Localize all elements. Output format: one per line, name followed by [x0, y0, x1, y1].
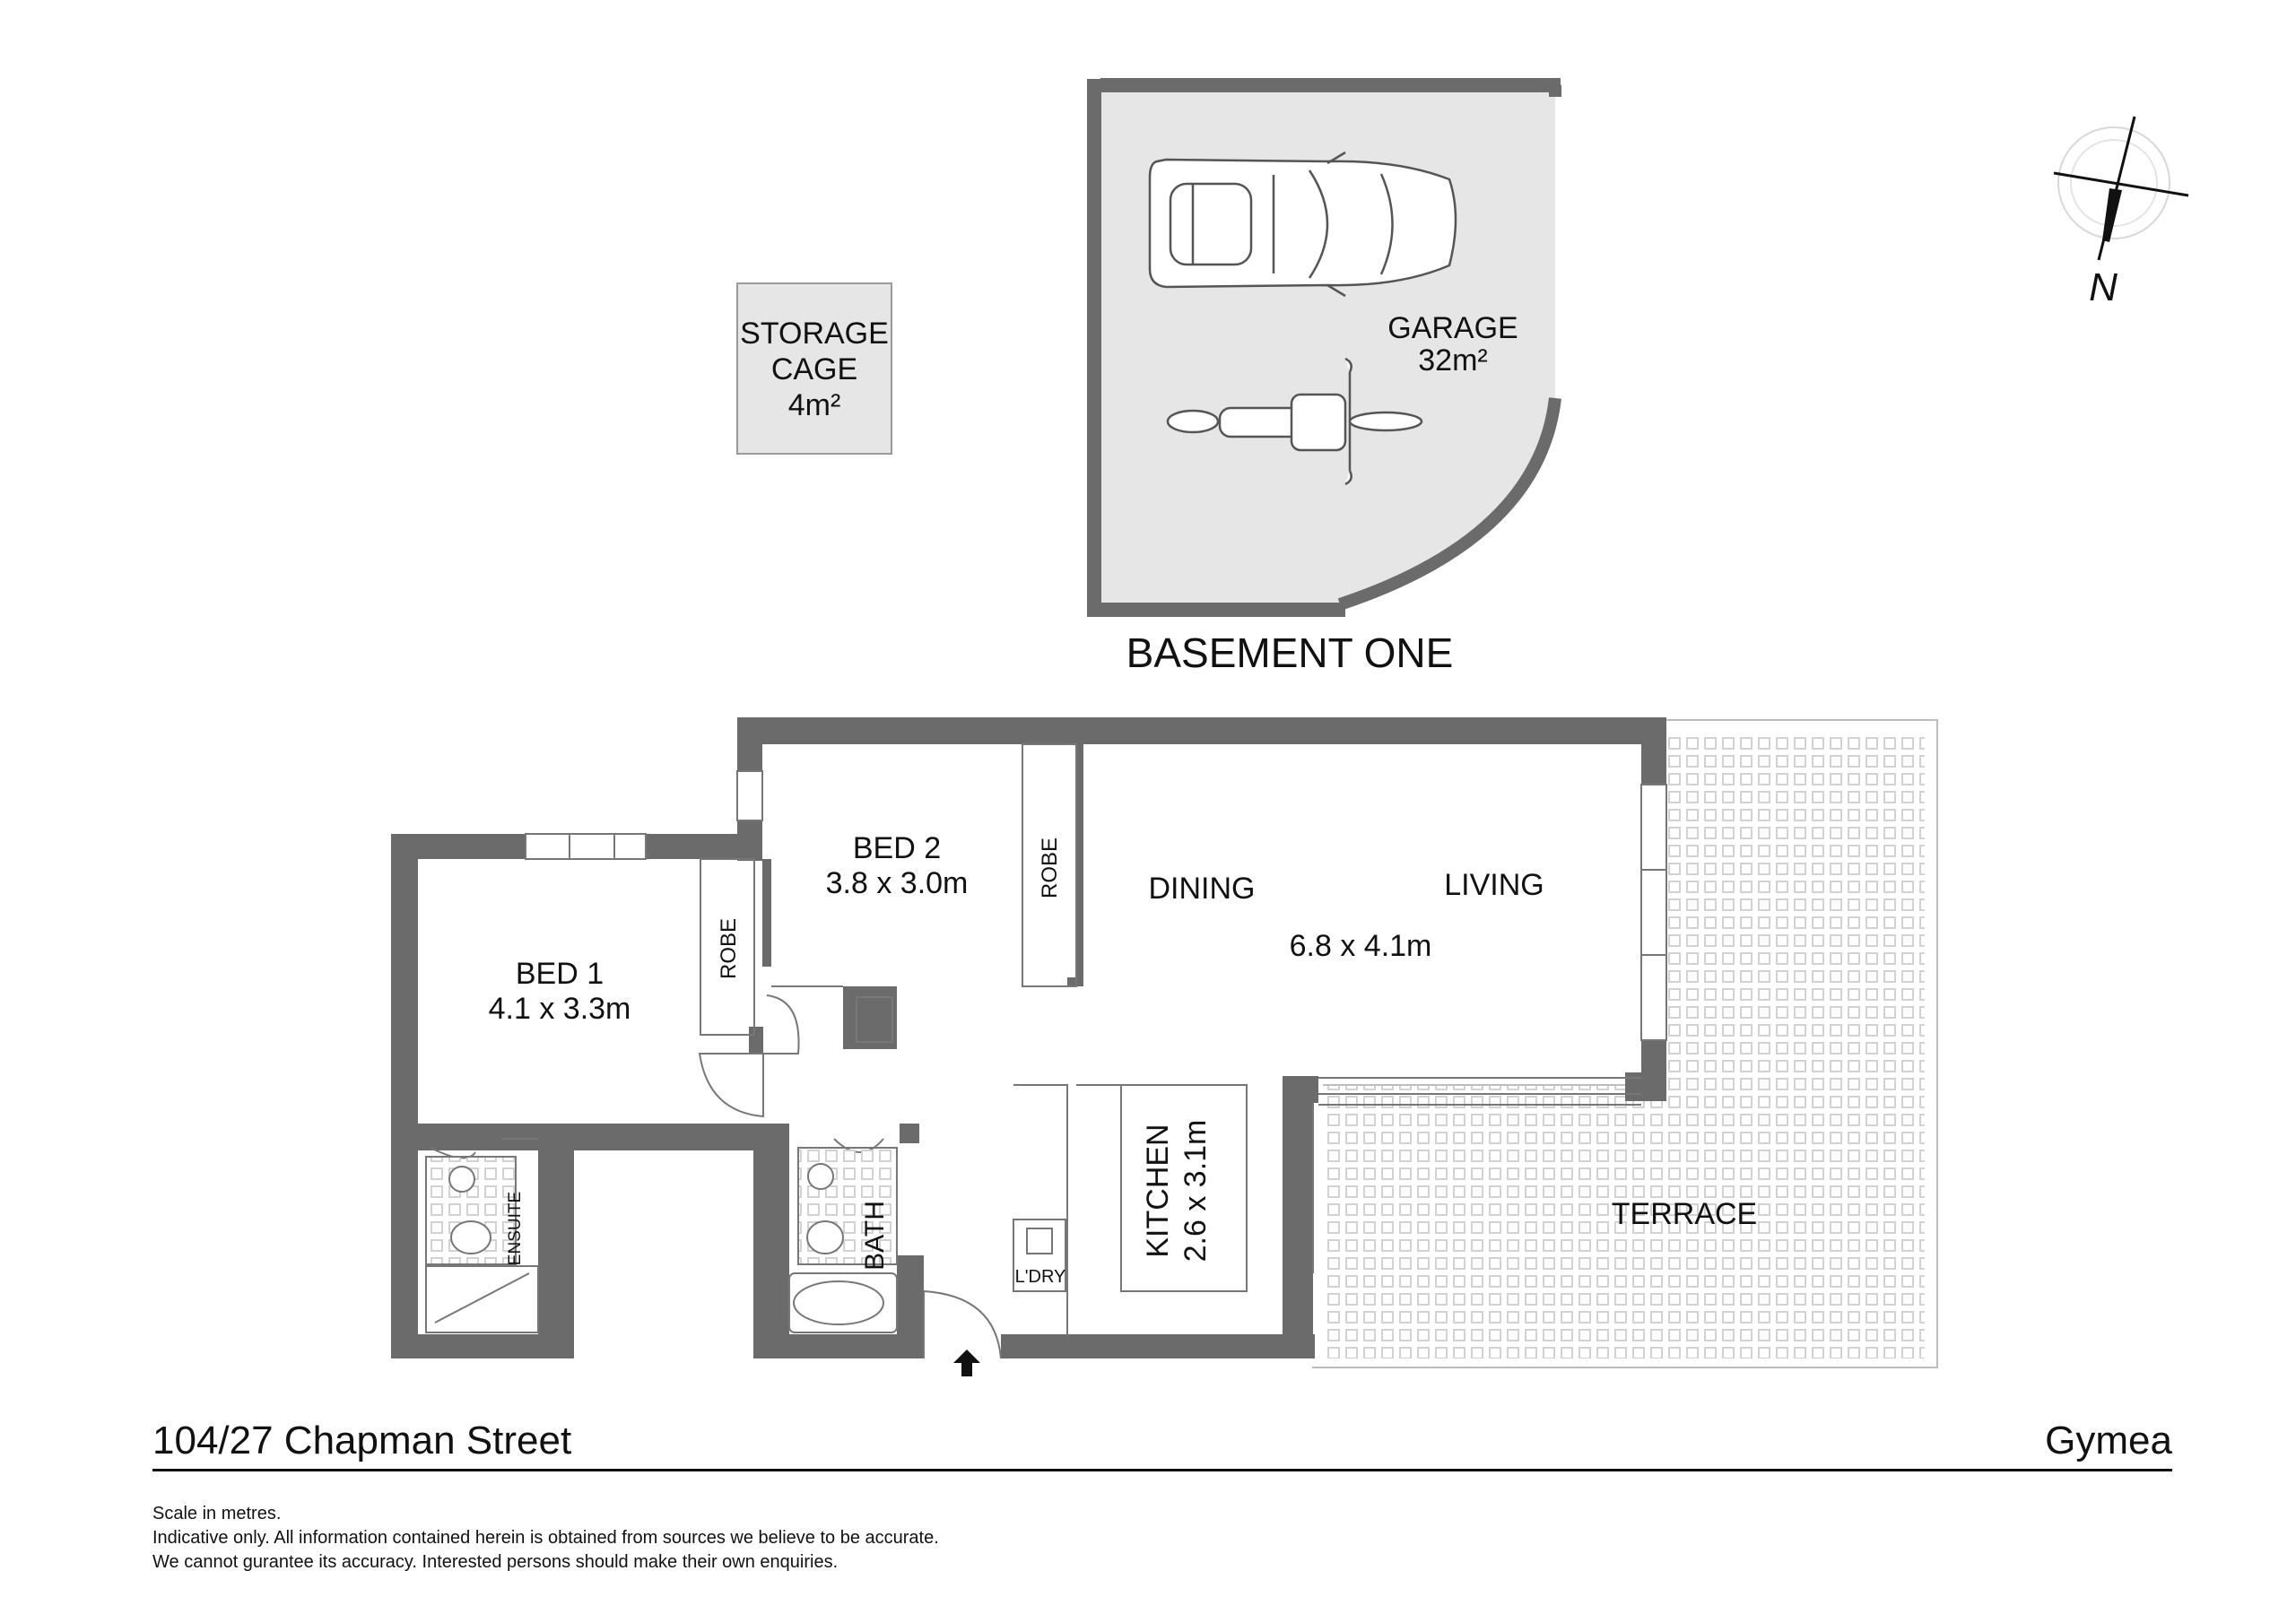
laundry-label: L'DRY	[1015, 1267, 1066, 1287]
living-label: LIVING	[1444, 868, 1544, 902]
property-address: 104/27 Chapman Street	[152, 1419, 572, 1462]
garage: GARAGE 32m²	[1087, 78, 1561, 617]
storage-label-2: CAGE	[771, 352, 857, 386]
disclaimer: Scale in metres. Indicative only. All in…	[152, 1502, 939, 1575]
basement-title: BASEMENT ONE	[1126, 629, 1454, 676]
storage-area: 4m²	[788, 388, 841, 422]
north-compass-icon: N	[2053, 116, 2189, 309]
garage-label: GARAGE	[1387, 311, 1518, 345]
terrace-label: TERRACE	[1612, 1197, 1757, 1231]
bed2-label: BED 2	[853, 831, 941, 865]
interior-lines	[525, 743, 1667, 1336]
disclaimer-line-3: We cannot gurantee its accuracy. Interes…	[152, 1552, 839, 1572]
terrace-paving	[1666, 735, 1925, 1085]
storage-label-1: STORAGE	[740, 317, 889, 351]
north-label: N	[2089, 265, 2118, 309]
room-labels: BED 1 4.1 x 3.3m BED 2 3.8 x 3.0m ROBE R…	[489, 831, 1758, 1287]
storage-cage: STORAGE CAGE 4m²	[736, 282, 892, 455]
kitchen-size: 2.6 x 3.1m	[1178, 1120, 1213, 1263]
dining-label: DINING	[1149, 872, 1256, 906]
footer-rule	[152, 1469, 2172, 1471]
kitchen-label: KITCHEN	[1141, 1124, 1175, 1257]
bed1-size: 4.1 x 3.3m	[489, 992, 631, 1026]
robe-label-bed2: ROBE	[1038, 838, 1062, 898]
disclaimer-line-1: Scale in metres.	[152, 1504, 282, 1523]
entry-arrow-icon	[953, 1350, 980, 1376]
robe-label-bed1: ROBE	[717, 918, 741, 979]
bed1-label: BED 1	[516, 957, 604, 991]
bath-fixtures	[788, 1147, 898, 1333]
living-size: 6.8 x 4.1m	[1290, 929, 1432, 963]
car-icon	[1148, 151, 1457, 298]
motorbike-icon	[1166, 357, 1423, 486]
ensuite-fixtures	[425, 1156, 539, 1333]
disclaimer-line-2: Indicative only. All information contain…	[152, 1528, 939, 1548]
bed2-size: 3.8 x 3.0m	[826, 866, 969, 900]
apartment-plan	[391, 717, 1938, 1376]
garage-area: 32m²	[1418, 343, 1487, 378]
bath-label: BATH	[860, 1201, 890, 1271]
ensuite-label: ENSUITE	[506, 1192, 525, 1265]
property-suburb: Gymea	[2045, 1419, 2172, 1462]
